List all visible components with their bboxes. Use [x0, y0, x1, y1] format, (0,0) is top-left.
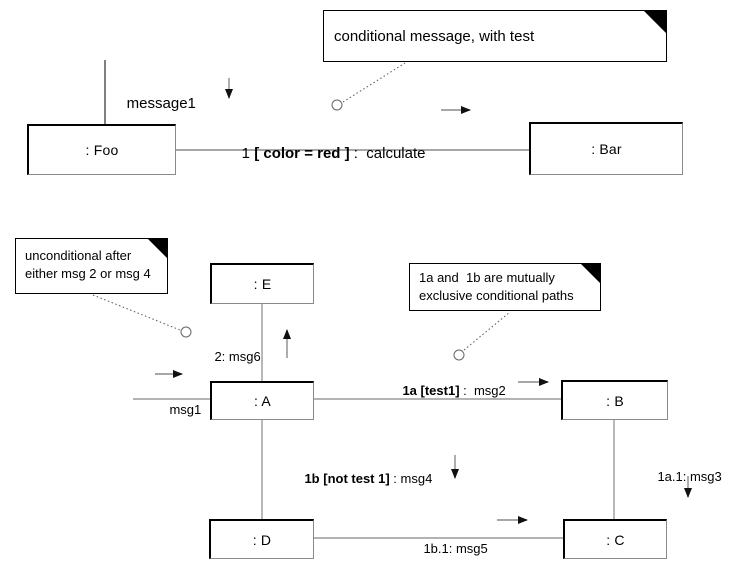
note-fold-icon	[148, 239, 167, 258]
object-foo-label: : Foo	[85, 142, 119, 158]
note-unconditional-line-2: either msg 2 or msg 4	[25, 265, 151, 281]
note-exclusive-line-1: 1a and 1b are mutually	[419, 270, 555, 285]
object-c[interactable]: : C	[563, 519, 667, 559]
label-calculate-guard: [ color = red ]	[254, 145, 350, 162]
note-exclusive-line-2: exclusive conditional paths	[419, 287, 574, 303]
note-conditional-message[interactable]: conditional message, with test	[323, 10, 667, 62]
label-msg2-name: : msg2	[459, 383, 506, 398]
label-msg3-text: 1a.1: msg3	[657, 469, 722, 484]
label-calculate-name: : calculate	[349, 145, 426, 162]
object-d[interactable]: : D	[209, 519, 314, 559]
object-e[interactable]: : E	[210, 263, 314, 304]
object-e-label: : E	[253, 276, 272, 292]
label-msg5-text: 1b.1: msg5	[423, 541, 488, 556]
object-bar[interactable]: : Bar	[529, 122, 683, 175]
object-a-label: : A	[254, 393, 271, 409]
label-msg6: 2: msg6	[200, 334, 261, 379]
label-msg2: 1a [test1] : msg2	[388, 368, 506, 413]
object-b-label: : B	[606, 392, 624, 409]
note-fold-icon	[581, 264, 600, 283]
object-c-label: : C	[606, 531, 625, 548]
label-msg4-guard: 1b [not test 1]	[304, 471, 390, 486]
label-message1: message1	[110, 78, 196, 129]
object-d-label: : D	[252, 531, 272, 548]
note-conditional-line-1: conditional message, with test	[334, 28, 535, 45]
label-calculate-seq: 1	[241, 145, 255, 162]
label-msg5: 1b.1: msg5	[409, 526, 488, 571]
label-msg4: 1b [not test 1] : msg4	[290, 456, 432, 501]
label-msg2-guard: 1a [test1]	[402, 383, 460, 398]
label-message1-text: message1	[126, 95, 196, 112]
object-foo[interactable]: : Foo	[27, 124, 176, 175]
label-msg3: 1a.1: msg3	[643, 454, 722, 499]
label-calculate-message: 1 [ color = red ] : calculate	[225, 128, 426, 179]
label-msg1: msg1	[155, 387, 201, 432]
note-anchor-unconditional	[92, 294, 192, 338]
label-msg4-name: : msg4	[389, 471, 433, 486]
note-fold-icon	[644, 11, 666, 33]
object-b[interactable]: : B	[561, 380, 668, 420]
note-exclusive-paths[interactable]: 1a and 1b are mutually exclusive conditi…	[409, 263, 601, 311]
label-msg6-text: 2: msg6	[214, 349, 261, 364]
note-unconditional[interactable]: unconditional after either msg 2 or msg …	[15, 238, 168, 294]
label-msg1-text: msg1	[169, 402, 202, 417]
note-anchor-conditional	[331, 62, 406, 111]
object-a[interactable]: : A	[210, 381, 314, 420]
note-anchor-exclusive	[453, 311, 511, 361]
note-unconditional-line-1: unconditional after	[25, 248, 132, 263]
object-bar-label: : Bar	[591, 141, 622, 157]
